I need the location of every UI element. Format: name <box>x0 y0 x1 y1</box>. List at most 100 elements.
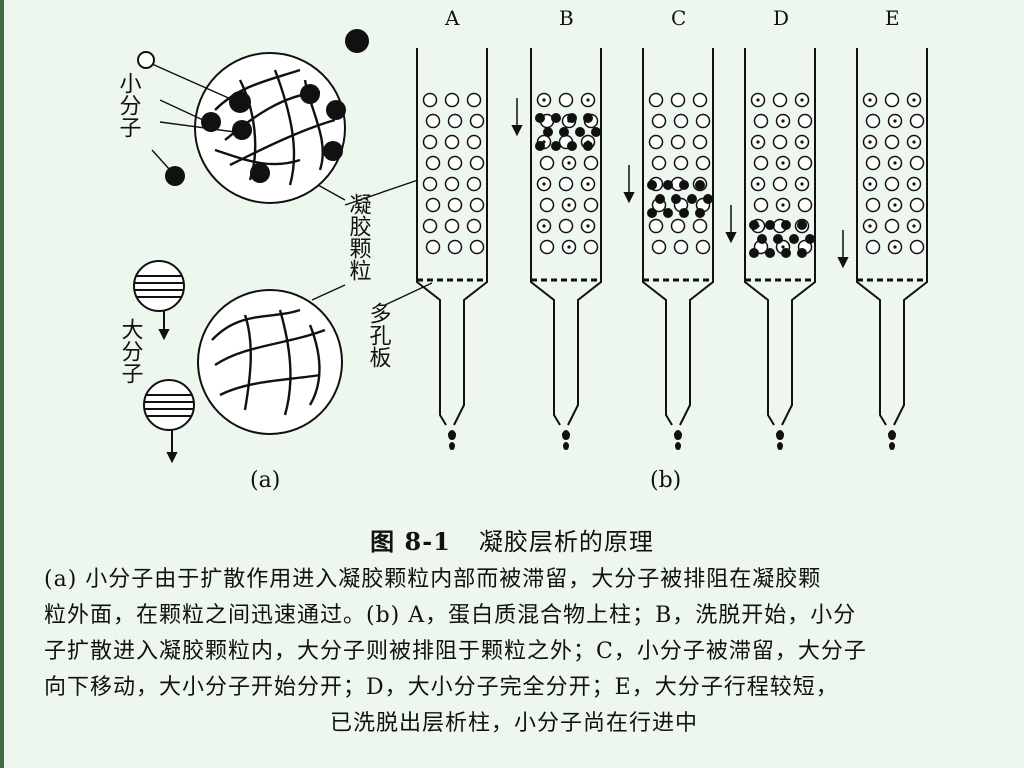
gel-particle-leader-line-b <box>344 179 419 206</box>
small-molecule-dot <box>893 203 897 207</box>
caption-line: (a) 小分子由于扩散作用进入凝胶颗粒内部而被滞留，大分子被排阻在凝胶颗 <box>44 567 822 592</box>
droplet <box>674 442 682 451</box>
gel-bead <box>422 134 438 150</box>
small-molecule-dot <box>893 245 897 249</box>
gel-bead <box>753 155 769 171</box>
large-molecule-dot <box>687 194 697 204</box>
small-molecule-dot <box>912 224 916 228</box>
column-e <box>837 48 928 451</box>
slide-left-edge <box>0 0 4 768</box>
large-molecule-dot <box>543 127 553 137</box>
gel-bead <box>444 92 460 108</box>
droplet <box>673 430 683 441</box>
gel-bead <box>909 239 925 255</box>
gel-particle-leader-line-c <box>311 284 346 301</box>
gel-bead <box>884 218 900 234</box>
small-molecule-dot <box>567 161 571 165</box>
small-molecule-dot <box>781 245 785 249</box>
large-molecule-dot <box>695 180 705 190</box>
small-molecule-dot <box>781 119 785 123</box>
column-wall-right <box>679 48 714 426</box>
droplet <box>561 430 571 441</box>
large-molecule-dot <box>679 208 689 218</box>
large-molecule-dot <box>647 208 657 218</box>
column-label: C <box>671 6 686 30</box>
flow-arrow-head <box>725 232 737 244</box>
small-molecule-dot <box>800 140 804 144</box>
large-molecule-dot <box>765 248 775 258</box>
small-molecule-dot <box>912 98 916 102</box>
large-molecule-dot <box>797 220 807 230</box>
gel-bead <box>422 218 438 234</box>
column-wall-right <box>893 48 928 426</box>
large-molecule-dot <box>679 180 689 190</box>
gel-bead <box>753 113 769 129</box>
gel-bead <box>583 155 599 171</box>
small-molecule-legend-icon <box>137 51 155 69</box>
gel-bead <box>673 239 689 255</box>
gel-bead <box>692 218 708 234</box>
droplet <box>447 430 457 441</box>
gel-bead <box>695 113 711 129</box>
panel-a-illustration <box>133 29 433 464</box>
gel-bead <box>692 134 708 150</box>
large-molecule-dot <box>551 141 561 151</box>
column-wall-left <box>530 48 561 426</box>
small-molecule-dot <box>586 182 590 186</box>
gel-bead <box>692 92 708 108</box>
large-molecule-dot <box>663 208 673 218</box>
gel-bead <box>695 239 711 255</box>
gel-bead <box>539 155 555 171</box>
gel-bead <box>425 155 441 171</box>
gel-bead <box>469 239 485 255</box>
gel-bead <box>797 197 813 213</box>
column-wall-left <box>744 48 775 426</box>
gel-bead <box>558 176 574 192</box>
gel-bead <box>466 134 482 150</box>
large-molecule-striped-top <box>133 260 185 341</box>
small-molecule-dot <box>756 98 760 102</box>
gel-bead <box>447 239 463 255</box>
large-molecule-dot <box>703 194 713 204</box>
porous-plate-leader-line <box>384 282 433 306</box>
gel-bead <box>425 113 441 129</box>
gel-bead <box>466 176 482 192</box>
caption-line: 子扩散进入凝胶颗粒内，大分子则被排阻于颗粒之外；C，小分子被滞留，大分子 <box>44 639 867 664</box>
column-wall-right <box>567 48 602 426</box>
gel-bead <box>469 113 485 129</box>
small-molecule-dot <box>756 140 760 144</box>
large-molecule-dot <box>591 127 601 137</box>
gel-bead <box>865 113 881 129</box>
small-molecule-dot <box>868 182 872 186</box>
panel-b-label: (b) <box>650 468 681 493</box>
large-molecule-dot <box>781 248 791 258</box>
flow-arrow-head <box>623 192 635 204</box>
large-molecule-dot <box>773 234 783 244</box>
gel-bead <box>865 197 881 213</box>
large-molecule-dot <box>781 220 791 230</box>
gel-bead <box>558 218 574 234</box>
gel-particle-label: 凝胶颗粒 <box>346 193 372 281</box>
small-molecule-label: 小分子 <box>116 72 142 138</box>
large-molecule-dot <box>535 141 545 151</box>
panel-a-label: (a) <box>250 468 280 493</box>
gel-bead <box>909 113 925 129</box>
gel-bead <box>865 155 881 171</box>
large-molecule-dot <box>797 248 807 258</box>
large-molecule-dot <box>567 113 577 123</box>
figure-title: 凝胶层析的原理 <box>478 528 654 556</box>
gel-bead <box>651 155 667 171</box>
large-molecule-dot <box>567 141 577 151</box>
droplet <box>887 430 897 441</box>
gel-bead <box>772 176 788 192</box>
large-molecule-dot <box>663 180 673 190</box>
gel-bead <box>444 176 460 192</box>
gel-bead <box>670 134 686 150</box>
gel-bead <box>772 134 788 150</box>
gel-bead <box>422 176 438 192</box>
small-molecule-dot <box>912 140 916 144</box>
large-molecule-dot <box>805 234 815 244</box>
small-molecule-dot <box>756 182 760 186</box>
gel-bead <box>539 239 555 255</box>
